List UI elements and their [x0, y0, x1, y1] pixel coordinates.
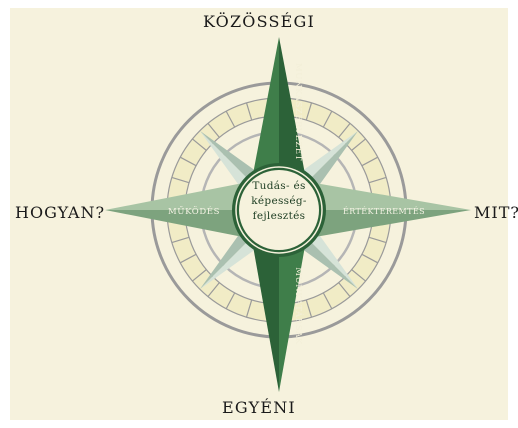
direction-label-south: EGYÉNI — [0, 398, 518, 417]
center-label-line: Tudás- és — [239, 179, 319, 194]
arm-label-south: MUNKATÁRSAK — [293, 267, 305, 345]
center-label-line: fejlesztés — [239, 209, 319, 224]
center-label: Tudás- és képesség- fejlesztés — [239, 179, 319, 224]
direction-label-east: MIT? — [474, 203, 518, 222]
center-label-line: képesség- — [239, 194, 319, 209]
arm-label-north: MUNKASZERVEZET — [293, 63, 303, 161]
direction-label-north: KÖZÖSSÉGI — [0, 12, 518, 31]
direction-label-west: HOGYAN? — [15, 203, 105, 222]
arm-label-east: ÉRTÉKTEREMTÉS — [343, 207, 425, 216]
